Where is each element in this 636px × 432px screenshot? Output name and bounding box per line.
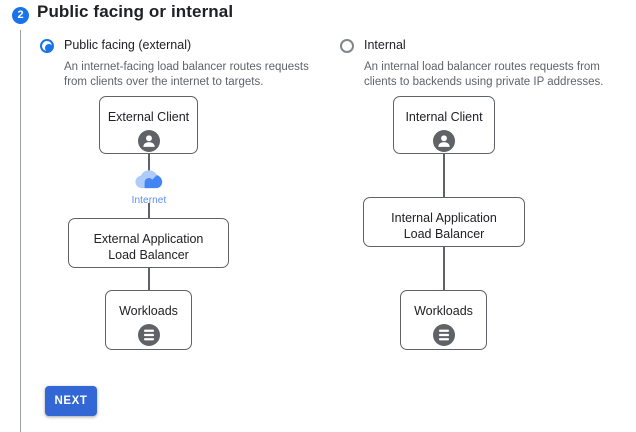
node-external-lb-line1: External Application [93, 232, 204, 246]
node-external-load-balancer: External Application Load Balancer [68, 218, 229, 268]
node-internal-lb-line1: Internal Application [391, 211, 497, 225]
connector-internal-client-to-lb [443, 154, 445, 198]
node-external-workloads-label: Workloads [119, 304, 178, 318]
page-title: Public facing or internal [37, 2, 234, 21]
node-external-client: External Client [99, 96, 198, 154]
step-vertical-rail [20, 30, 21, 432]
connector-internal-lb-to-workloads [443, 247, 445, 291]
radio-external-selected[interactable] [40, 39, 54, 53]
option-public-facing-external[interactable]: Public facing (external) An internet-fac… [40, 38, 330, 90]
person-icon [137, 130, 160, 152]
option-description-external: An internet-facing load balancer routes … [64, 61, 309, 88]
connector-internet-to-external-lb [148, 203, 150, 219]
option-description-internal: An internal load balancer routes request… [364, 61, 604, 88]
node-external-lb-line2: Load Balancer [108, 248, 189, 262]
step-number-badge: 2 [12, 7, 29, 24]
radio-internal-unselected[interactable] [340, 39, 354, 53]
cloud-icon [135, 170, 163, 189]
database-stack-icon [432, 324, 455, 346]
node-internal-load-balancer: Internal Application Load Balancer [363, 197, 525, 247]
connector-external-client-to-internet [148, 154, 150, 172]
internet-badge-external: Internet [119, 169, 179, 206]
node-external-workloads: Workloads [105, 290, 192, 350]
option-label-external: Public facing (external) [64, 38, 192, 52]
database-stack-icon [137, 324, 160, 346]
node-internal-lb-line2: Load Balancer [403, 227, 485, 241]
radio-row-internal[interactable]: Internal [340, 38, 630, 56]
next-button[interactable]: NEXT [45, 386, 97, 416]
node-internal-workloads-label: Workloads [414, 304, 473, 318]
internet-label: Internet [131, 195, 167, 206]
radio-row-external[interactable]: Public facing (external) [40, 38, 330, 56]
node-internal-client-label: Internal Client [405, 110, 483, 124]
node-internal-client: Internal Client [393, 96, 495, 154]
node-external-client-label: External Client [107, 110, 190, 124]
node-internal-workloads: Workloads [400, 290, 487, 350]
person-icon [433, 130, 455, 152]
connector-external-lb-to-workloads [148, 268, 150, 291]
option-label-internal: Internal [364, 38, 406, 52]
option-internal[interactable]: Internal An internal load balancer route… [340, 38, 630, 90]
